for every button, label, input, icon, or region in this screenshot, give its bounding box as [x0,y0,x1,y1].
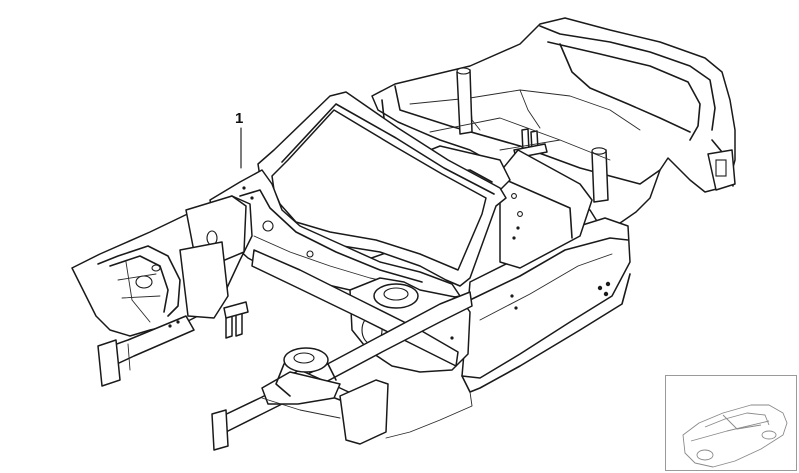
left-front-structure [71,195,253,387]
rear-section [371,17,736,231]
front-rails [211,249,473,451]
car-outline-thumbnail-icon [665,375,797,471]
part-callout-label: 1 [235,110,244,127]
lower-edge [385,273,631,439]
door-pillar [499,149,593,269]
